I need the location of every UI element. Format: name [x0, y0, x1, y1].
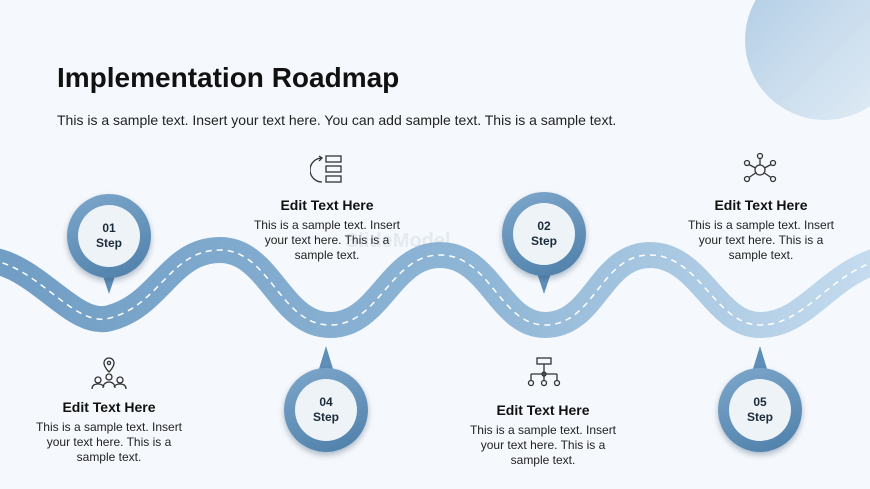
block-heading: Edit Text Here	[714, 197, 808, 213]
block-heading: Edit Text Here	[62, 399, 156, 415]
block-line: This is a sample text. Insert	[687, 218, 835, 232]
team-location-icon	[91, 357, 127, 390]
org-chart-icon	[527, 357, 561, 387]
marker-pointer-05	[752, 346, 768, 372]
block-line: sample text.	[510, 453, 576, 467]
text-block-3: Edit Text Here This is a sample text. In…	[19, 399, 199, 465]
text-block-2: Edit Text Here This is a sample text. In…	[671, 197, 851, 263]
step-marker-01: 01 Step	[67, 194, 151, 278]
marker-pointer-04	[318, 346, 334, 372]
block-line: sample text.	[76, 450, 142, 464]
block-line: your text here. This is a	[46, 435, 172, 449]
step-number: 04	[319, 395, 333, 409]
step-number: 01	[102, 221, 116, 235]
block-heading: Edit Text Here	[280, 197, 374, 213]
step-label: Step	[312, 410, 339, 424]
text-block-1: Edit Text Here This is a sample text. In…	[237, 197, 417, 263]
step-label: Step	[95, 236, 122, 250]
page-title: Implementation Roadmap	[57, 62, 400, 93]
block-line: your text here. This is a	[264, 233, 390, 247]
network-icon	[743, 152, 777, 183]
block-line: This is a sample text. Insert	[35, 420, 183, 434]
block-line: sample text.	[294, 248, 360, 262]
list-refresh-icon	[310, 155, 342, 183]
step-number: 02	[537, 219, 551, 233]
watermark: SlideModel	[345, 230, 451, 252]
step-label: Step	[746, 410, 773, 424]
block-line: your text here. This is a	[698, 233, 824, 247]
block-line: sample text.	[728, 248, 794, 262]
block-heading: Edit Text Here	[496, 402, 590, 418]
step-marker-05: 05 Step	[718, 368, 802, 452]
page-subtitle: This is a sample text. Insert your text …	[57, 112, 617, 128]
block-line: This is a sample text. Insert	[253, 218, 401, 232]
text-block-4: Edit Text Here This is a sample text. In…	[453, 402, 633, 468]
block-line: This is a sample text. Insert	[469, 423, 617, 437]
step-label: Step	[530, 234, 557, 248]
step-marker-04: 04 Step	[284, 368, 368, 452]
step-marker-02: 02 Step	[502, 192, 586, 276]
marker-pointer-02	[536, 270, 552, 294]
block-line: your text here. This is a	[480, 438, 606, 452]
step-number: 05	[753, 395, 767, 409]
road-center-dashes	[0, 249, 870, 326]
